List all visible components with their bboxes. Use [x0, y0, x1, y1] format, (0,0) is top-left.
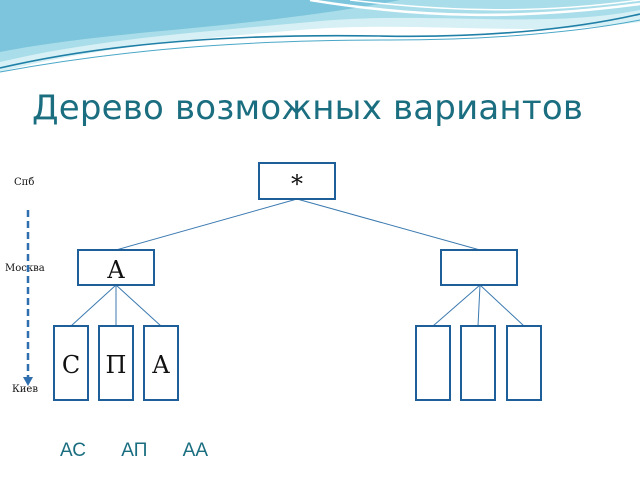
label-kiev: Киев	[12, 384, 38, 395]
combinations-row: АС АП АА	[60, 440, 238, 462]
tree-node-level2-left-3: А	[143, 325, 179, 401]
connectors-left	[70, 284, 162, 327]
level2-left-2-label: П	[106, 351, 127, 379]
tree-node-level2-right-3	[506, 325, 542, 401]
tree-node-level1-left: А	[77, 249, 155, 286]
tree-node-level2-right-2	[460, 325, 496, 401]
level1-left-label: А	[107, 256, 125, 284]
header-waves-decoration	[0, 0, 640, 73]
tree-node-root: *	[258, 162, 336, 200]
connectors-right	[432, 284, 525, 327]
combination-3: АА	[182, 440, 209, 461]
tree-node-level2-right-1	[415, 325, 451, 401]
connectors-root	[115, 198, 481, 251]
level2-left-1-label: С	[62, 351, 80, 379]
tree-node-level1-right	[440, 249, 518, 286]
slide-title: Дерево возможных вариантов	[32, 88, 584, 128]
level2-left-3-label: А	[152, 351, 170, 379]
tree-node-level2-left-2: П	[98, 325, 134, 401]
label-spb: Спб	[14, 177, 35, 188]
direction-arrow-head	[23, 377, 33, 386]
combination-2: АП	[121, 440, 148, 461]
label-moscow: Москва	[5, 263, 45, 274]
tree-node-level2-left-1: С	[53, 325, 89, 401]
combination-1: АС	[60, 440, 86, 461]
root-node-label: *	[291, 170, 303, 198]
